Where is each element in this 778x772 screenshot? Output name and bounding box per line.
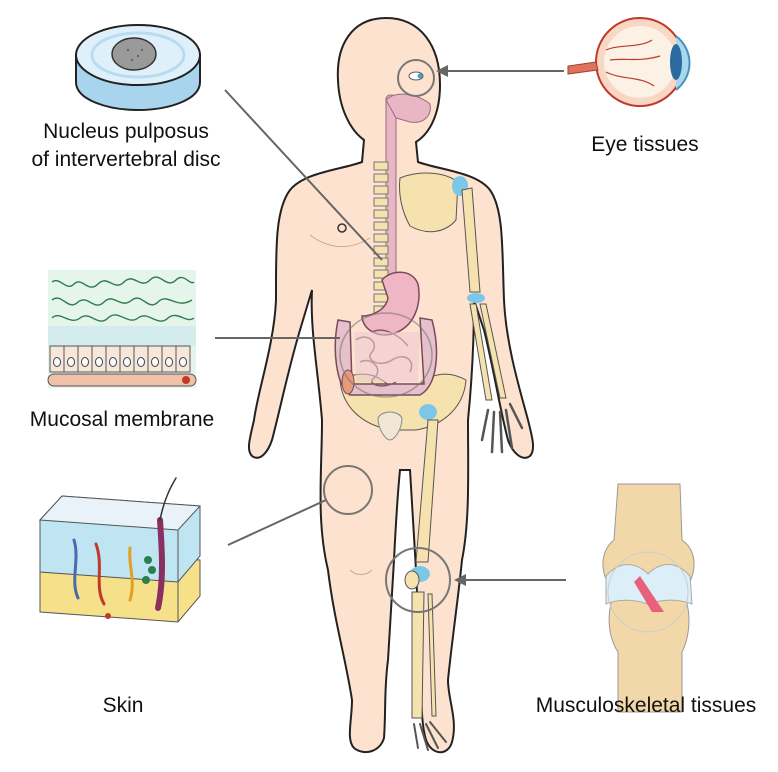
skin-leader: [228, 500, 326, 545]
nucleus-label-line1: Nucleus pulposus: [43, 120, 209, 143]
eyeball-illustration: [568, 18, 690, 106]
knee-illustration: [603, 484, 694, 712]
small-intestine-fill: [354, 332, 420, 382]
eye-label: Eye tissues: [591, 133, 698, 156]
patella: [405, 571, 419, 589]
disc-illustration: [76, 25, 200, 110]
scapula: [399, 173, 458, 232]
nucleus-core: [112, 38, 156, 70]
musculoskeletal-label: Musculoskeletal tissues: [536, 694, 757, 717]
skin-illustration: [40, 478, 200, 622]
elbow-cartilage: [467, 293, 485, 303]
nucleus-label-line2: of intervertebral disc: [31, 148, 220, 171]
face-eye: [409, 72, 423, 80]
hip-cartilage: [419, 404, 437, 420]
skin-label: Skin: [103, 694, 144, 717]
mucosal-label: Mucosal membrane: [30, 408, 214, 431]
mucosal-illustration: [48, 270, 196, 388]
